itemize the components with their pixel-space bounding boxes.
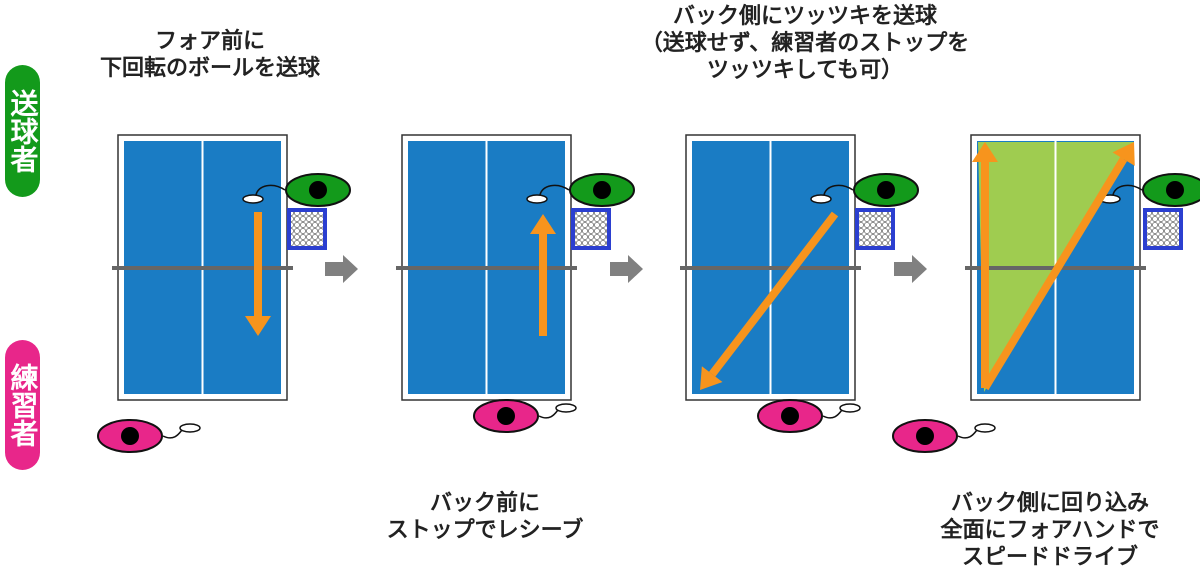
practicer-racket-handle-3 <box>822 409 843 419</box>
practicer-racket-icon-2 <box>555 403 577 413</box>
practicer-eye-icon-2-pupil <box>497 407 515 425</box>
ball-robot-balls-3 <box>859 212 891 246</box>
ball-path-arrow-2-head <box>530 214 556 234</box>
step-arrow-icon-3 <box>894 255 927 283</box>
ball-path-arrow-4b <box>981 157 1128 391</box>
ball-path-arrow-4a-head <box>972 142 998 162</box>
caption-step1: フォア前に 下回転のボールを送球 <box>99 29 320 81</box>
practicer-racket-icon-3 <box>839 403 861 413</box>
ball-path-arrow-3 <box>708 211 839 377</box>
racket-handle-1 <box>255 184 286 196</box>
practicer-racket-icon-1 <box>179 423 201 433</box>
server-eye-icon-4-pupil <box>1166 181 1184 199</box>
practicer-racket-handle-2 <box>538 409 559 419</box>
step-arrow-icon-1 <box>325 255 358 283</box>
ball-robot-balls-4 <box>1147 212 1179 246</box>
practicer-racket-handle-4 <box>957 429 978 439</box>
caption-step4: バック側に回り込み 全面にフォアハンドで スピードドライブ <box>940 491 1160 570</box>
ball-path-arrow-4b-head <box>1112 142 1135 166</box>
server-racket-icon-3 <box>810 194 832 204</box>
server-badge: 送球者 <box>5 65 40 197</box>
server-eye-icon-1-pupil <box>309 181 327 199</box>
practicer-racket-icon-4 <box>974 423 996 433</box>
server-eye-icon-3-pupil <box>877 181 895 199</box>
practicer-racket-handle-1 <box>162 429 183 439</box>
ball-robot-balls-1 <box>291 212 323 246</box>
caption-step2: バック前に ストップでレシーブ <box>386 491 584 543</box>
step-arrow-icon-2 <box>610 255 643 283</box>
practicer-eye-icon-4-pupil <box>916 427 934 445</box>
ball-robot-balls-2 <box>575 212 607 246</box>
racket-handle-2 <box>539 184 570 196</box>
practicer-eye-icon-3-pupil <box>781 407 799 425</box>
racket-handle-3 <box>823 184 854 196</box>
ball-path-arrow-1-head <box>245 316 271 336</box>
caption-step3: バック側にツッツキを送球 （送球せず、練習者のストップを ツッツキしても可） <box>640 4 970 83</box>
ball-path-arrow-3-head <box>700 366 723 390</box>
server-eye-icon-2-pupil <box>593 181 611 199</box>
server-racket-icon-2 <box>526 194 548 204</box>
server-racket-icon-1 <box>242 194 264 204</box>
practicer-badge: 練習者 <box>5 340 40 470</box>
practicer-eye-icon-1-pupil <box>121 427 139 445</box>
racket-handle-4 <box>1112 184 1143 196</box>
